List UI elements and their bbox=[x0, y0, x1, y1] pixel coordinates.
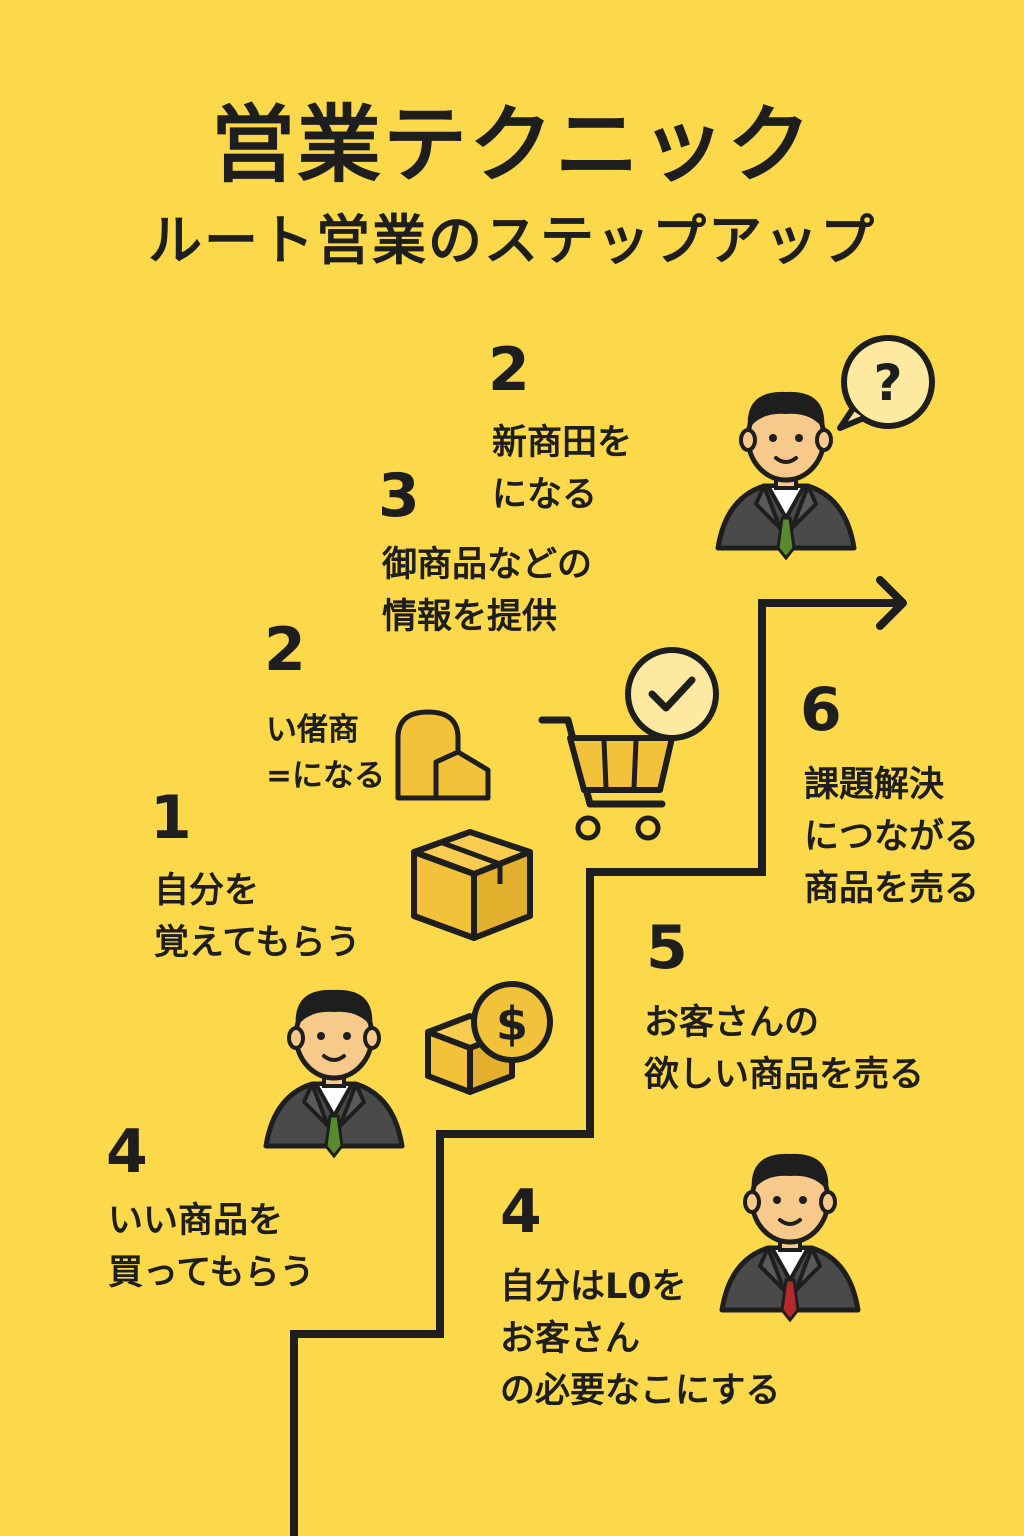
businessman-icon bbox=[722, 1154, 858, 1323]
dollar-sign-text: $ bbox=[496, 997, 528, 1051]
shopping-cart-icon bbox=[538, 716, 675, 841]
staircase-line bbox=[290, 599, 898, 1536]
package-box-icon bbox=[411, 829, 533, 941]
step-number-top-2: 2 bbox=[488, 335, 530, 405]
step-number-2: 2 bbox=[264, 615, 306, 685]
page-subtitle: ルート営業のステップアップ bbox=[148, 209, 876, 272]
businessman-icon bbox=[718, 392, 854, 561]
businessman-icon bbox=[266, 990, 402, 1159]
question-mark-text: ? bbox=[873, 354, 902, 412]
step-number-4-left: 4 bbox=[106, 1117, 148, 1187]
step-text-6: 課題解決 につながる 商品を売る bbox=[804, 765, 980, 909]
step-text-3: 御商品などの 情報を提供 bbox=[382, 545, 593, 637]
step-text-1: 自分を 覚えてもらう bbox=[154, 871, 361, 963]
dollar-coin-icon: $ bbox=[471, 981, 553, 1063]
question-bubble-icon: ? bbox=[837, 335, 935, 431]
step-text-5: お客さんの 欲しい商品を売る bbox=[644, 1003, 925, 1095]
step-number-1: 1 bbox=[150, 783, 192, 853]
step-text-top-2: 新商田を になる bbox=[492, 423, 633, 515]
step-text-4-right: 自分はL0を お客さん の必要なこにする bbox=[500, 1267, 781, 1411]
step-text-2: い偖商 =になる bbox=[266, 712, 385, 794]
arrow-head-icon bbox=[876, 576, 907, 630]
page-title: 営業テクニック bbox=[210, 96, 813, 194]
step-number-6: 6 bbox=[800, 675, 842, 745]
step-number-5: 5 bbox=[646, 913, 688, 983]
store-icon bbox=[395, 709, 491, 801]
step-number-3: 3 bbox=[378, 461, 420, 531]
check-badge-icon bbox=[625, 647, 719, 741]
step-text-4-left: いい商品を 買ってもらう bbox=[108, 1201, 315, 1293]
step-number-4-right: 4 bbox=[500, 1177, 542, 1247]
